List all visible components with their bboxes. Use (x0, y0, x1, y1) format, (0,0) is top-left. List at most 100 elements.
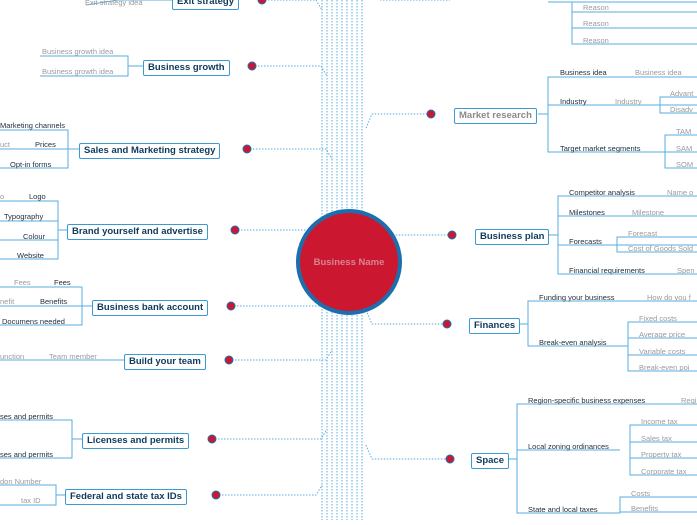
sub-colour[interactable]: Colour (23, 232, 46, 241)
sub-financial-requirements[interactable]: Financial requirements (569, 266, 645, 275)
leaf-business-idea[interactable]: Business idea (635, 68, 682, 77)
leaf-connector-24 (664, 152, 697, 169)
sub-prices[interactable]: Prices (35, 140, 56, 149)
leaf-connector-5 (0, 149, 69, 169)
topic-business-growth[interactable]: Business growth (143, 60, 230, 76)
branch-right-2 (365, 309, 447, 325)
leaf-spending[interactable]: Spen (677, 266, 695, 275)
leaf-tam[interactable]: TAM (676, 127, 692, 136)
topic-finances[interactable]: Finances (469, 318, 521, 334)
leaf-connector-9 (0, 230, 59, 260)
sub-licenses-2[interactable]: ses and permits (0, 450, 53, 459)
leaf-sales-tax[interactable]: Sales tax (641, 434, 672, 443)
topic-business-plan[interactable]: Business plan (475, 229, 550, 245)
leaf-benefits[interactable]: Benefits (631, 504, 659, 513)
leaf-industry[interactable]: Industry (615, 97, 642, 106)
leaf-product[interactable]: uct (0, 140, 11, 149)
leaf-property-tax[interactable]: Property tax (641, 450, 682, 459)
sub-documents-needed[interactable]: Documens needed (2, 317, 65, 326)
leaf-disadvantages[interactable]: Disadv (670, 105, 693, 114)
leaf-exit-strategy-idea[interactable]: Exit strategy idea (85, 0, 143, 7)
branch-dot-right-3 (445, 454, 455, 464)
sub-competitor-analysis[interactable]: Competitor analysis (569, 188, 635, 197)
leaf-connector-0 (85, 0, 172, 6)
leaf-connector-22 (659, 105, 697, 114)
leaf-connector-6 (0, 200, 67, 231)
central-topic[interactable]: Business Name (296, 209, 402, 315)
branch-dot-left-2 (242, 144, 252, 154)
branch-dot-left-5 (224, 355, 234, 365)
sub-forecasts[interactable]: Forecasts (569, 237, 602, 246)
leaf-break-even-point[interactable]: Break-even poi (639, 363, 690, 372)
sub-target-market[interactable]: Target market segments (560, 144, 641, 153)
sub-benefits[interactable]: Benefits (40, 297, 68, 306)
leaf-income-tax[interactable]: Income tax (641, 417, 678, 426)
leaf-connector-47 (629, 450, 697, 476)
leaf-variable-costs[interactable]: Variable costs (639, 347, 686, 356)
branch-right-0 (365, 113, 431, 129)
sub-typography[interactable]: Typography (4, 212, 44, 221)
sub-website[interactable]: Website (17, 251, 44, 260)
leaf-region[interactable]: Regi (681, 396, 697, 405)
leaf-connector-26 (571, 2, 697, 45)
sub-state-local-taxes[interactable]: State and local taxes (528, 505, 598, 514)
leaf-ein-number[interactable]: don Number (0, 477, 42, 486)
topic-build-team[interactable]: Build your team (124, 354, 206, 370)
sub-marketing-channels[interactable]: Marketing channels (0, 121, 66, 130)
leaf-connector-23 (664, 134, 697, 152)
topic-sales-marketing[interactable]: Sales and Marketing strategy (79, 143, 221, 159)
leaf-connector-43 (516, 459, 620, 514)
sub-logo[interactable]: Logo (29, 192, 46, 201)
topic-exit-strategy[interactable]: Exit strategy (172, 0, 240, 10)
branch-dot-left-3 (230, 225, 240, 235)
sub-licenses-1[interactable]: ses and permits (0, 412, 53, 421)
leaf-reason-1[interactable]: Reason (583, 3, 609, 12)
leaf-reason-2[interactable]: Reason (583, 19, 609, 28)
leaf-average-price[interactable]: Average price (639, 330, 686, 339)
sub-opt-in-forms[interactable]: Opt-in forms (10, 160, 52, 169)
sub-business-idea[interactable]: Business idea (560, 68, 607, 77)
leaf-advantages[interactable]: Advant (670, 89, 694, 98)
leaf-reason-3[interactable]: Reason (583, 36, 609, 45)
leaf-team-member[interactable]: Team member (49, 352, 97, 361)
leaf-business-growth-idea-1[interactable]: Business growth idea (42, 47, 114, 56)
leaf-business-growth-idea-2[interactable]: Business growth idea (42, 67, 114, 76)
leaf-benefit[interactable]: nefit (0, 297, 15, 306)
leaf-competitor-name[interactable]: Name o (667, 188, 694, 197)
sub-milestones[interactable]: Milestones (569, 208, 605, 217)
sub-industry[interactable]: Industry (560, 97, 587, 106)
topic-bank-account[interactable]: Business bank account (92, 300, 209, 316)
leaf-how-do-you-fund[interactable]: How do you f (647, 293, 691, 302)
topic-brand-advertise[interactable]: Brand yourself and advertise (67, 224, 208, 240)
sub-break-even[interactable]: Break-even analysis (539, 338, 607, 347)
branch-left-5 (229, 349, 333, 361)
sub-local-zoning[interactable]: Local zoning ordinances (528, 442, 609, 451)
branch-dot-right-1 (447, 230, 457, 240)
topic-market-research[interactable]: Market research (454, 108, 537, 124)
sub-fees[interactable]: Fees (54, 278, 71, 287)
sub-funding[interactable]: Funding your business (539, 293, 615, 302)
leaf-sam[interactable]: SAM (676, 144, 693, 153)
leaf-connector-15 (0, 439, 73, 459)
branch-left-6 (212, 428, 328, 440)
leaf-milestone[interactable]: Milestone (632, 208, 665, 217)
leaf-connector-1 (40, 55, 143, 67)
leaf-function[interactable]: unction (0, 352, 25, 361)
leaf-connector-20 (547, 114, 697, 153)
topic-licenses-permits[interactable]: Licenses and permits (82, 433, 190, 449)
leaf-tax-id[interactable]: tax ID (21, 496, 41, 505)
leaf-connector-12 (0, 306, 83, 326)
sub-region-expenses[interactable]: Region-specific business expenses (528, 396, 646, 405)
leaf-corporate-tax[interactable]: Corporate tax (641, 467, 687, 476)
leaf-fixed-costs[interactable]: Fixed costs (639, 314, 677, 323)
central-topic-label: Business Name (313, 256, 385, 268)
leaf-logo-idea[interactable]: o (0, 192, 5, 201)
topic-tax-ids[interactable]: Federal and state tax IDs (65, 489, 187, 505)
leaf-forecast[interactable]: Forecast (628, 229, 658, 238)
leaf-cost-of-goods[interactable]: Cost of Goods Sold (628, 244, 694, 253)
leaf-som[interactable]: SOM (676, 160, 694, 169)
leaf-fees[interactable]: Fees (14, 278, 31, 287)
leaf-costs[interactable]: Costs (631, 489, 651, 498)
topic-space[interactable]: Space (471, 453, 509, 469)
